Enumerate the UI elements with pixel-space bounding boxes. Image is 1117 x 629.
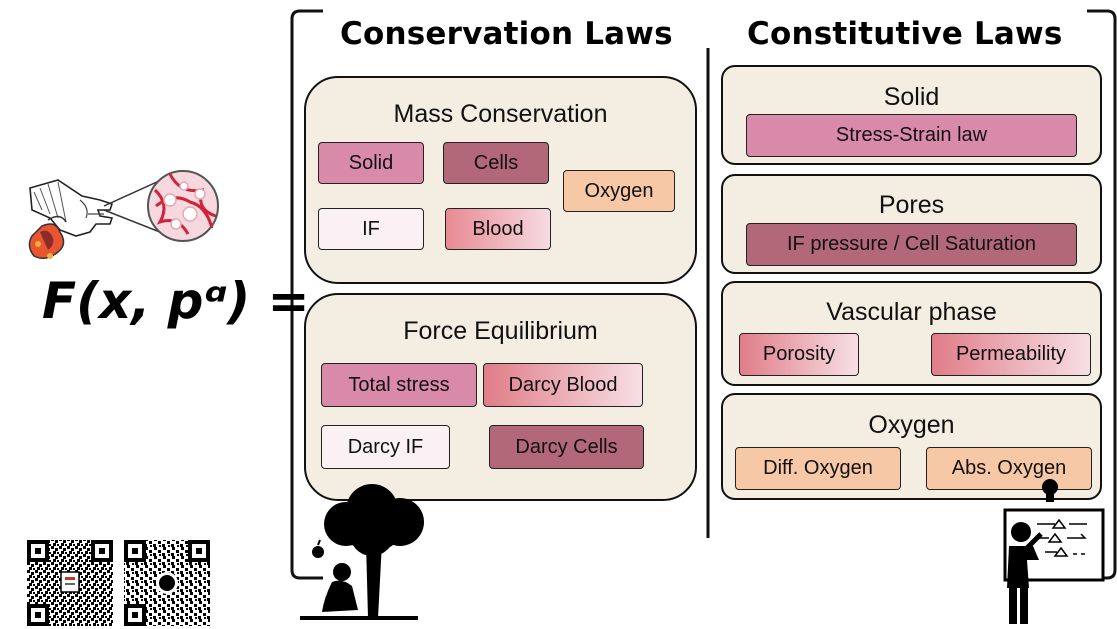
- total-stress-box: Total stress: [321, 363, 477, 407]
- mass-conservation-panel: Mass Conservation Solid Cells Oxygen IF …: [304, 76, 697, 284]
- darcy-blood-box: Darcy Blood: [483, 363, 643, 407]
- constitutive-oxygen-title: Oxygen: [868, 411, 955, 439]
- darcy-if-box: Darcy IF: [321, 425, 450, 469]
- mass-if-box: IF: [318, 208, 424, 250]
- darcy-cells-box: Darcy Cells: [489, 425, 644, 469]
- constitutive-oxygen-panel: Oxygen Diff. Oxygen Abs. Oxygen: [721, 393, 1102, 500]
- porosity-box: Porosity: [739, 333, 859, 376]
- mass-conservation-title: Mass Conservation: [393, 100, 608, 128]
- force-equilibrium-panel: Force Equilibrium Total stress Darcy Blo…: [304, 293, 697, 501]
- diff-oxygen-box: Diff. Oxygen: [735, 447, 901, 490]
- tumor-icon: [28, 215, 67, 259]
- qr-codes: [27, 540, 210, 626]
- constitutive-solid-title: Solid: [883, 83, 940, 111]
- conservation-laws-heading: Conservation Laws: [340, 16, 673, 52]
- mass-solid-box: Solid: [318, 142, 424, 184]
- if-pressure-box: IF pressure / Cell Saturation: [746, 223, 1077, 266]
- constitutive-solid-panel: Solid Stress-Strain law: [721, 65, 1102, 165]
- hand-probing-tissue-icon: F(x, pᵅ) =: [28, 170, 310, 330]
- constitutive-pores-panel: Pores IF pressure / Cell Saturation: [721, 174, 1102, 274]
- constitutive-vascular-panel: Vascular phase Porosity Permeability: [721, 281, 1102, 386]
- mass-cells-box: Cells: [443, 142, 549, 184]
- abs-oxygen-box: Abs. Oxygen: [926, 447, 1092, 490]
- tree-with-apple-icon: [300, 484, 424, 620]
- qr-code-github-icon[interactable]: [124, 540, 210, 626]
- permeability-box: Permeability: [931, 333, 1091, 376]
- mass-oxygen-box: Oxygen: [563, 170, 675, 212]
- force-equilibrium-title: Force Equilibrium: [403, 317, 598, 345]
- qr-code-paper-icon[interactable]: [27, 540, 113, 626]
- stress-strain-box: Stress-Strain law: [746, 114, 1077, 157]
- constitutive-vascular-title: Vascular phase: [826, 298, 997, 326]
- mass-blood-box: Blood: [445, 208, 551, 250]
- constitutive-laws-heading: Constitutive Laws: [747, 16, 1063, 52]
- constitutive-pores-title: Pores: [878, 191, 945, 219]
- person-at-whiteboard-icon: [1003, 479, 1105, 624]
- model-equation: F(x, pᵅ) =: [42, 272, 310, 330]
